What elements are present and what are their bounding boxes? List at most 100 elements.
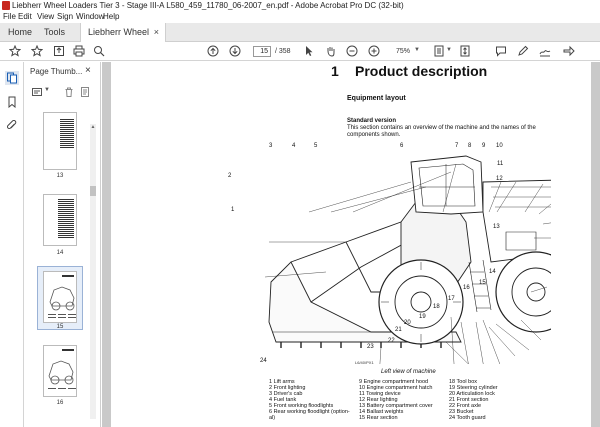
legend-item: 4 Fuel tank [269, 397, 297, 403]
comment-icon[interactable] [494, 44, 508, 58]
callout-4: 4 [292, 143, 296, 149]
window-title: Liebherr Wheel Loaders Tier 3 - Stage II… [12, 1, 404, 10]
intro-paragraph: This section contains an overview of the… [347, 125, 536, 138]
sign-icon[interactable] [538, 44, 552, 58]
close-tab-icon[interactable]: × [153, 27, 159, 37]
menu-file[interactable]: File [3, 12, 16, 21]
hand-tool-icon[interactable] [324, 44, 338, 58]
page-fit-icon[interactable] [432, 44, 446, 58]
callout-5: 5 [314, 143, 318, 149]
thumbnail-machine-drawing [48, 349, 76, 389]
menu-view[interactable]: View [37, 12, 55, 21]
scroll-up-arrow-icon[interactable]: ▲ [90, 124, 96, 130]
figure-code: L6/40/PX1 [355, 360, 374, 365]
zoom-dropdown-chevron-icon[interactable]: ▼ [414, 47, 420, 53]
legend-item: 10 Engine compartment hatch [359, 385, 433, 391]
callout-3: 3 [269, 143, 273, 149]
figure-caption: Left view of machine [381, 369, 436, 375]
tab-bar: Home Tools Liebherr Wheel Loa... × [0, 23, 600, 56]
toolbar: 15 / 358 75% ▼ ▼ [0, 42, 600, 61]
tab-home[interactable]: Home [8, 27, 33, 37]
options-menu-icon[interactable] [31, 86, 43, 98]
print-icon[interactable] [72, 44, 86, 58]
next-page-icon[interactable] [228, 44, 242, 58]
thumbnail-toolbar: ▼ [29, 84, 95, 100]
thumbnail-page-15-selected[interactable] [37, 266, 83, 330]
legend-item: 2 Front lighting [269, 385, 306, 391]
legend-column-1: 1 Lift arms 2 Front lighting 3 Driver's … [269, 379, 350, 421]
thumbnail-page-16[interactable] [43, 345, 77, 397]
page-thumbnails-icon[interactable] [5, 71, 19, 85]
tab-document[interactable]: Liebherr Wheel Loa... × [80, 23, 166, 56]
zoom-in-icon[interactable] [367, 44, 381, 58]
page-thumbnails-panel: Page Thumb... × ▼ 13 14 [25, 62, 101, 427]
zoom-level[interactable]: 75% [396, 48, 411, 55]
callout-11: 11 [497, 161, 504, 167]
legend-item: 14 Ballast weights [359, 409, 404, 415]
select-cursor-icon[interactable] [302, 44, 316, 58]
callout-22: 22 [388, 338, 395, 344]
legend-item: 15 Rear section [359, 415, 398, 421]
callout-10: 10 [496, 143, 503, 149]
menu-edit[interactable]: Edit [18, 12, 32, 21]
thumbnail-scrollbar[interactable]: ▲ [90, 124, 96, 419]
legend-item: 24 Tooth guard [449, 415, 486, 421]
scrollbar-thumb[interactable] [90, 186, 96, 196]
upload-icon[interactable] [52, 44, 66, 58]
callout-1: 1 [231, 207, 235, 213]
callout-2: 2 [228, 173, 232, 179]
thumbnail-page-13[interactable] [43, 112, 77, 170]
callout-12: 12 [496, 176, 503, 182]
navigation-rail [0, 62, 24, 427]
legend-item: 21 Front section [449, 397, 489, 403]
wheel-loader-illustration [264, 155, 551, 364]
menu-help[interactable]: Help [103, 12, 120, 21]
highlight-pen-icon[interactable] [516, 44, 530, 58]
callout-18: 18 [433, 304, 440, 310]
legend-item: 23 Bucket [449, 409, 474, 415]
legend-item: 22 Front axle [449, 403, 482, 409]
delete-page-icon[interactable] [63, 86, 75, 98]
thumbnail-text-lines [60, 119, 74, 149]
legend-item: 20 Articulation lock [449, 391, 495, 397]
legend-item: 1 Lift arms [269, 379, 295, 385]
panel-title: Page Thumb... [30, 67, 83, 76]
star-icon[interactable] [30, 44, 44, 58]
callout-19: 19 [419, 314, 426, 320]
page-scroll-icon[interactable] [458, 44, 472, 58]
page-fit-dropdown-chevron-icon[interactable]: ▼ [446, 47, 452, 53]
tab-tools[interactable]: Tools [44, 27, 66, 37]
bookmarks-icon[interactable] [5, 95, 19, 109]
close-panel-icon[interactable]: × [85, 65, 91, 76]
menu-window[interactable]: Window [76, 12, 105, 21]
share-icon[interactable] [562, 44, 576, 58]
document-viewport[interactable]: 1 Product description Equipment layout S… [102, 62, 600, 427]
page-number-input[interactable]: 15 [253, 46, 271, 57]
callout-21: 21 [395, 327, 402, 333]
legend-item: 11 Towing device [359, 391, 401, 397]
legend-item: 3 Driver's cab [269, 391, 303, 397]
callout-24: 24 [260, 358, 267, 364]
page-properties-icon[interactable] [79, 86, 91, 98]
menu-sign[interactable]: Sign [57, 12, 74, 21]
previous-page-icon[interactable] [206, 44, 220, 58]
pdf-page: 1 Product description Equipment layout S… [111, 62, 591, 427]
thumbnail-machine-drawing [48, 275, 76, 318]
attachments-icon[interactable] [5, 119, 19, 133]
acrobat-logo-icon [2, 1, 10, 10]
legend-item: 12 Rear lighting [359, 397, 398, 403]
section-title: Equipment layout [347, 95, 406, 102]
options-dropdown-chevron-icon[interactable]: ▼ [44, 87, 50, 93]
callout-9: 9 [482, 143, 486, 149]
thumbnail-page-number: 13 [56, 173, 64, 179]
thumbnail-page-number: 15 [56, 324, 64, 330]
callout-23: 23 [367, 344, 374, 350]
legend-column-2: 9 Engine compartment hood 10 Engine comp… [359, 379, 433, 421]
zoom-out-icon[interactable] [345, 44, 359, 58]
callout-13: 13 [493, 224, 500, 230]
search-icon[interactable] [92, 44, 106, 58]
bookmark-star-icon[interactable] [8, 44, 22, 58]
thumbnail-page-14[interactable] [43, 194, 77, 246]
menu-bar: File Edit View Sign Window Help [0, 11, 600, 23]
callout-7: 7 [455, 143, 459, 149]
